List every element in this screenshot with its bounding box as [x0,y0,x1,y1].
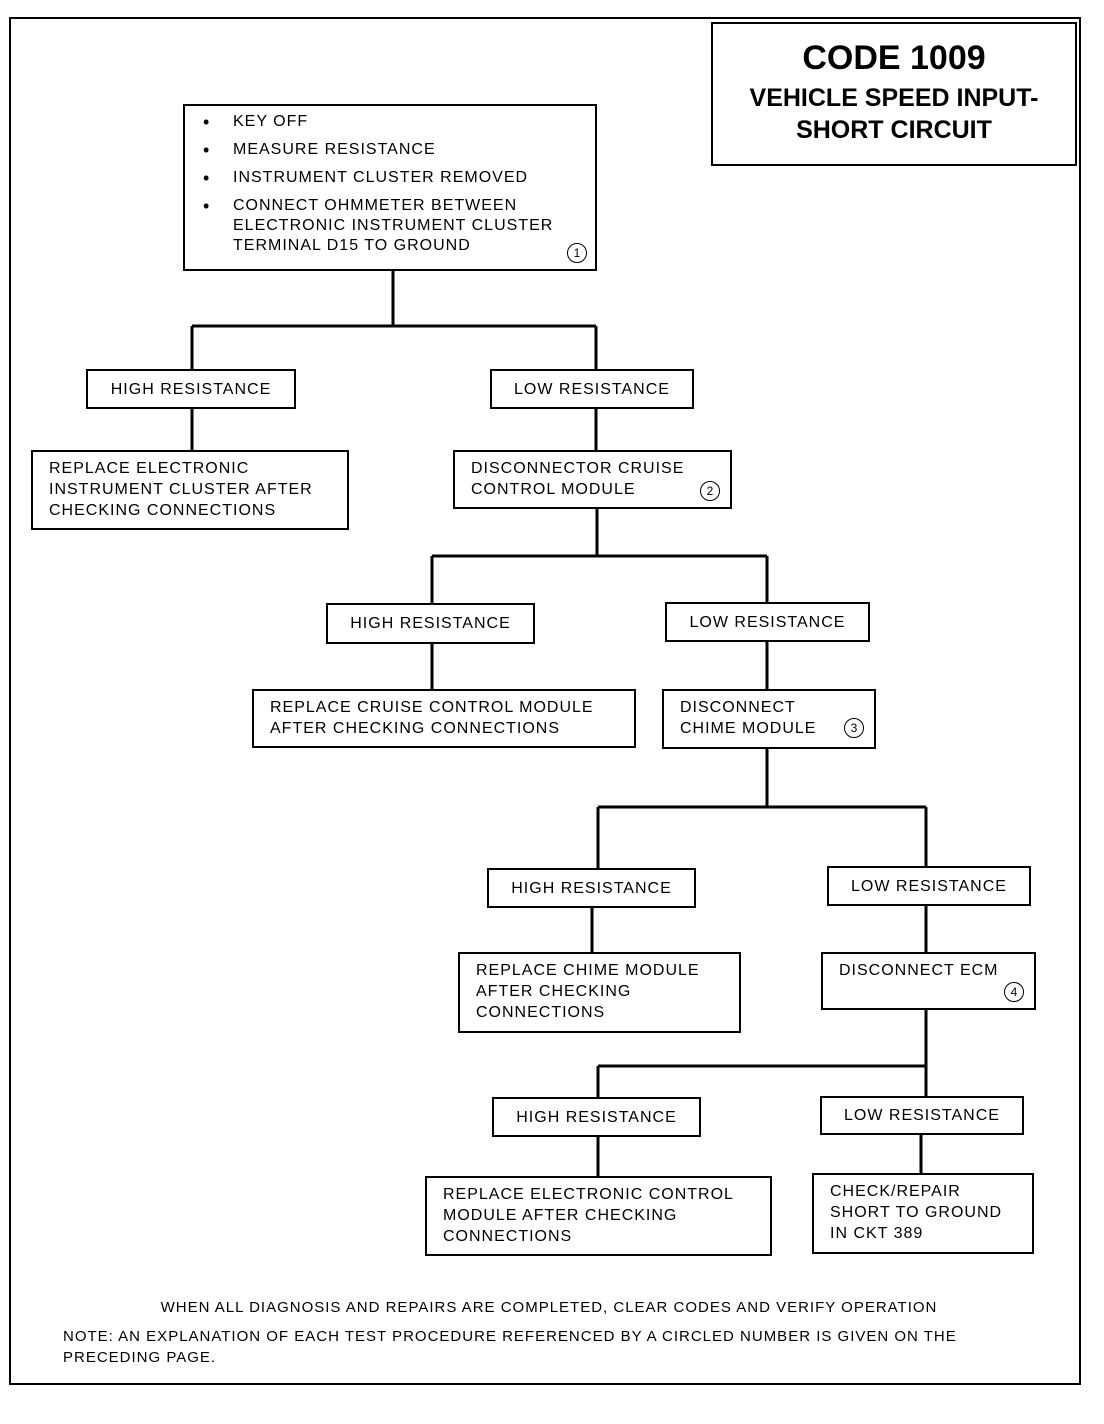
connector-start-split [190,270,598,371]
code-title: CODE 1009 [802,39,986,77]
l2-low-resistance: LOW RESISTANCE [665,602,870,642]
start-step-box: KEY OFF MEASURE RESISTANCE INSTRUMENT CL… [183,104,597,271]
l4-low-resistance: LOW RESISTANCE [820,1096,1024,1135]
l2-high-result: REPLACE CRUISE CONTROL MODULE AFTER CHEC… [252,689,636,748]
step-number-4: 4 [1004,982,1024,1002]
step-item-key-off: KEY OFF [201,112,579,132]
step-item-measure: MEASURE RESISTANCE [201,140,579,160]
l2-high-resistance: HIGH RESISTANCE [326,603,535,644]
l1-low-resistance: LOW RESISTANCE [490,369,694,409]
l3-high-resistance: HIGH RESISTANCE [487,868,696,908]
step-number-3: 3 [844,718,864,738]
l1-high-resistance: HIGH RESISTANCE [86,369,296,409]
l4-high-resistance: HIGH RESISTANCE [492,1097,701,1137]
note-text: NOTE: AN EXPLANATION OF EACH TEST PROCED… [63,1328,957,1366]
step-number-1: 1 [567,243,587,263]
page-frame [9,17,1081,1385]
completion-instruction: WHEN ALL DIAGNOSIS AND REPAIRS ARE COMPL… [160,1299,938,1316]
l2-low-action: DISCONNECT CHIME MODULE 3 [662,689,876,749]
l3-low-resistance: LOW RESISTANCE [827,866,1031,906]
l4-high-result: REPLACE ELECTRONIC CONTROL MODULE AFTER … [425,1176,772,1256]
l1-low-action: DISCONNECTOR CRUISE CONTROL MODULE 2 [453,450,732,509]
title-block: CODE 1009 VEHICLE SPEED INPUT- SHORT CIR… [711,22,1077,166]
step-number-2: 2 [700,481,720,501]
connector-l1-action-split [430,508,769,604]
l4-low-result: CHECK/REPAIR SHORT TO GROUND IN CKT 389 [812,1173,1034,1254]
l3-low-action: DISCONNECT ECM 4 [821,952,1036,1010]
step-item-connect-ohmmeter: CONNECT OHMMETER BETWEEN ELECTRONIC INST… [201,196,579,256]
l3-high-result: REPLACE CHIME MODULE AFTER CHECKING CONN… [458,952,741,1033]
connector-l3-action-split [596,1009,928,1098]
code-subtitle: VEHICLE SPEED INPUT- SHORT CIRCUIT [749,84,1039,144]
step-item-cluster-removed: INSTRUMENT CLUSTER REMOVED [201,168,579,188]
l1-high-result: REPLACE ELECTRONIC INSTRUMENT CLUSTER AF… [31,450,349,530]
connector-l2-action-split [596,748,928,869]
